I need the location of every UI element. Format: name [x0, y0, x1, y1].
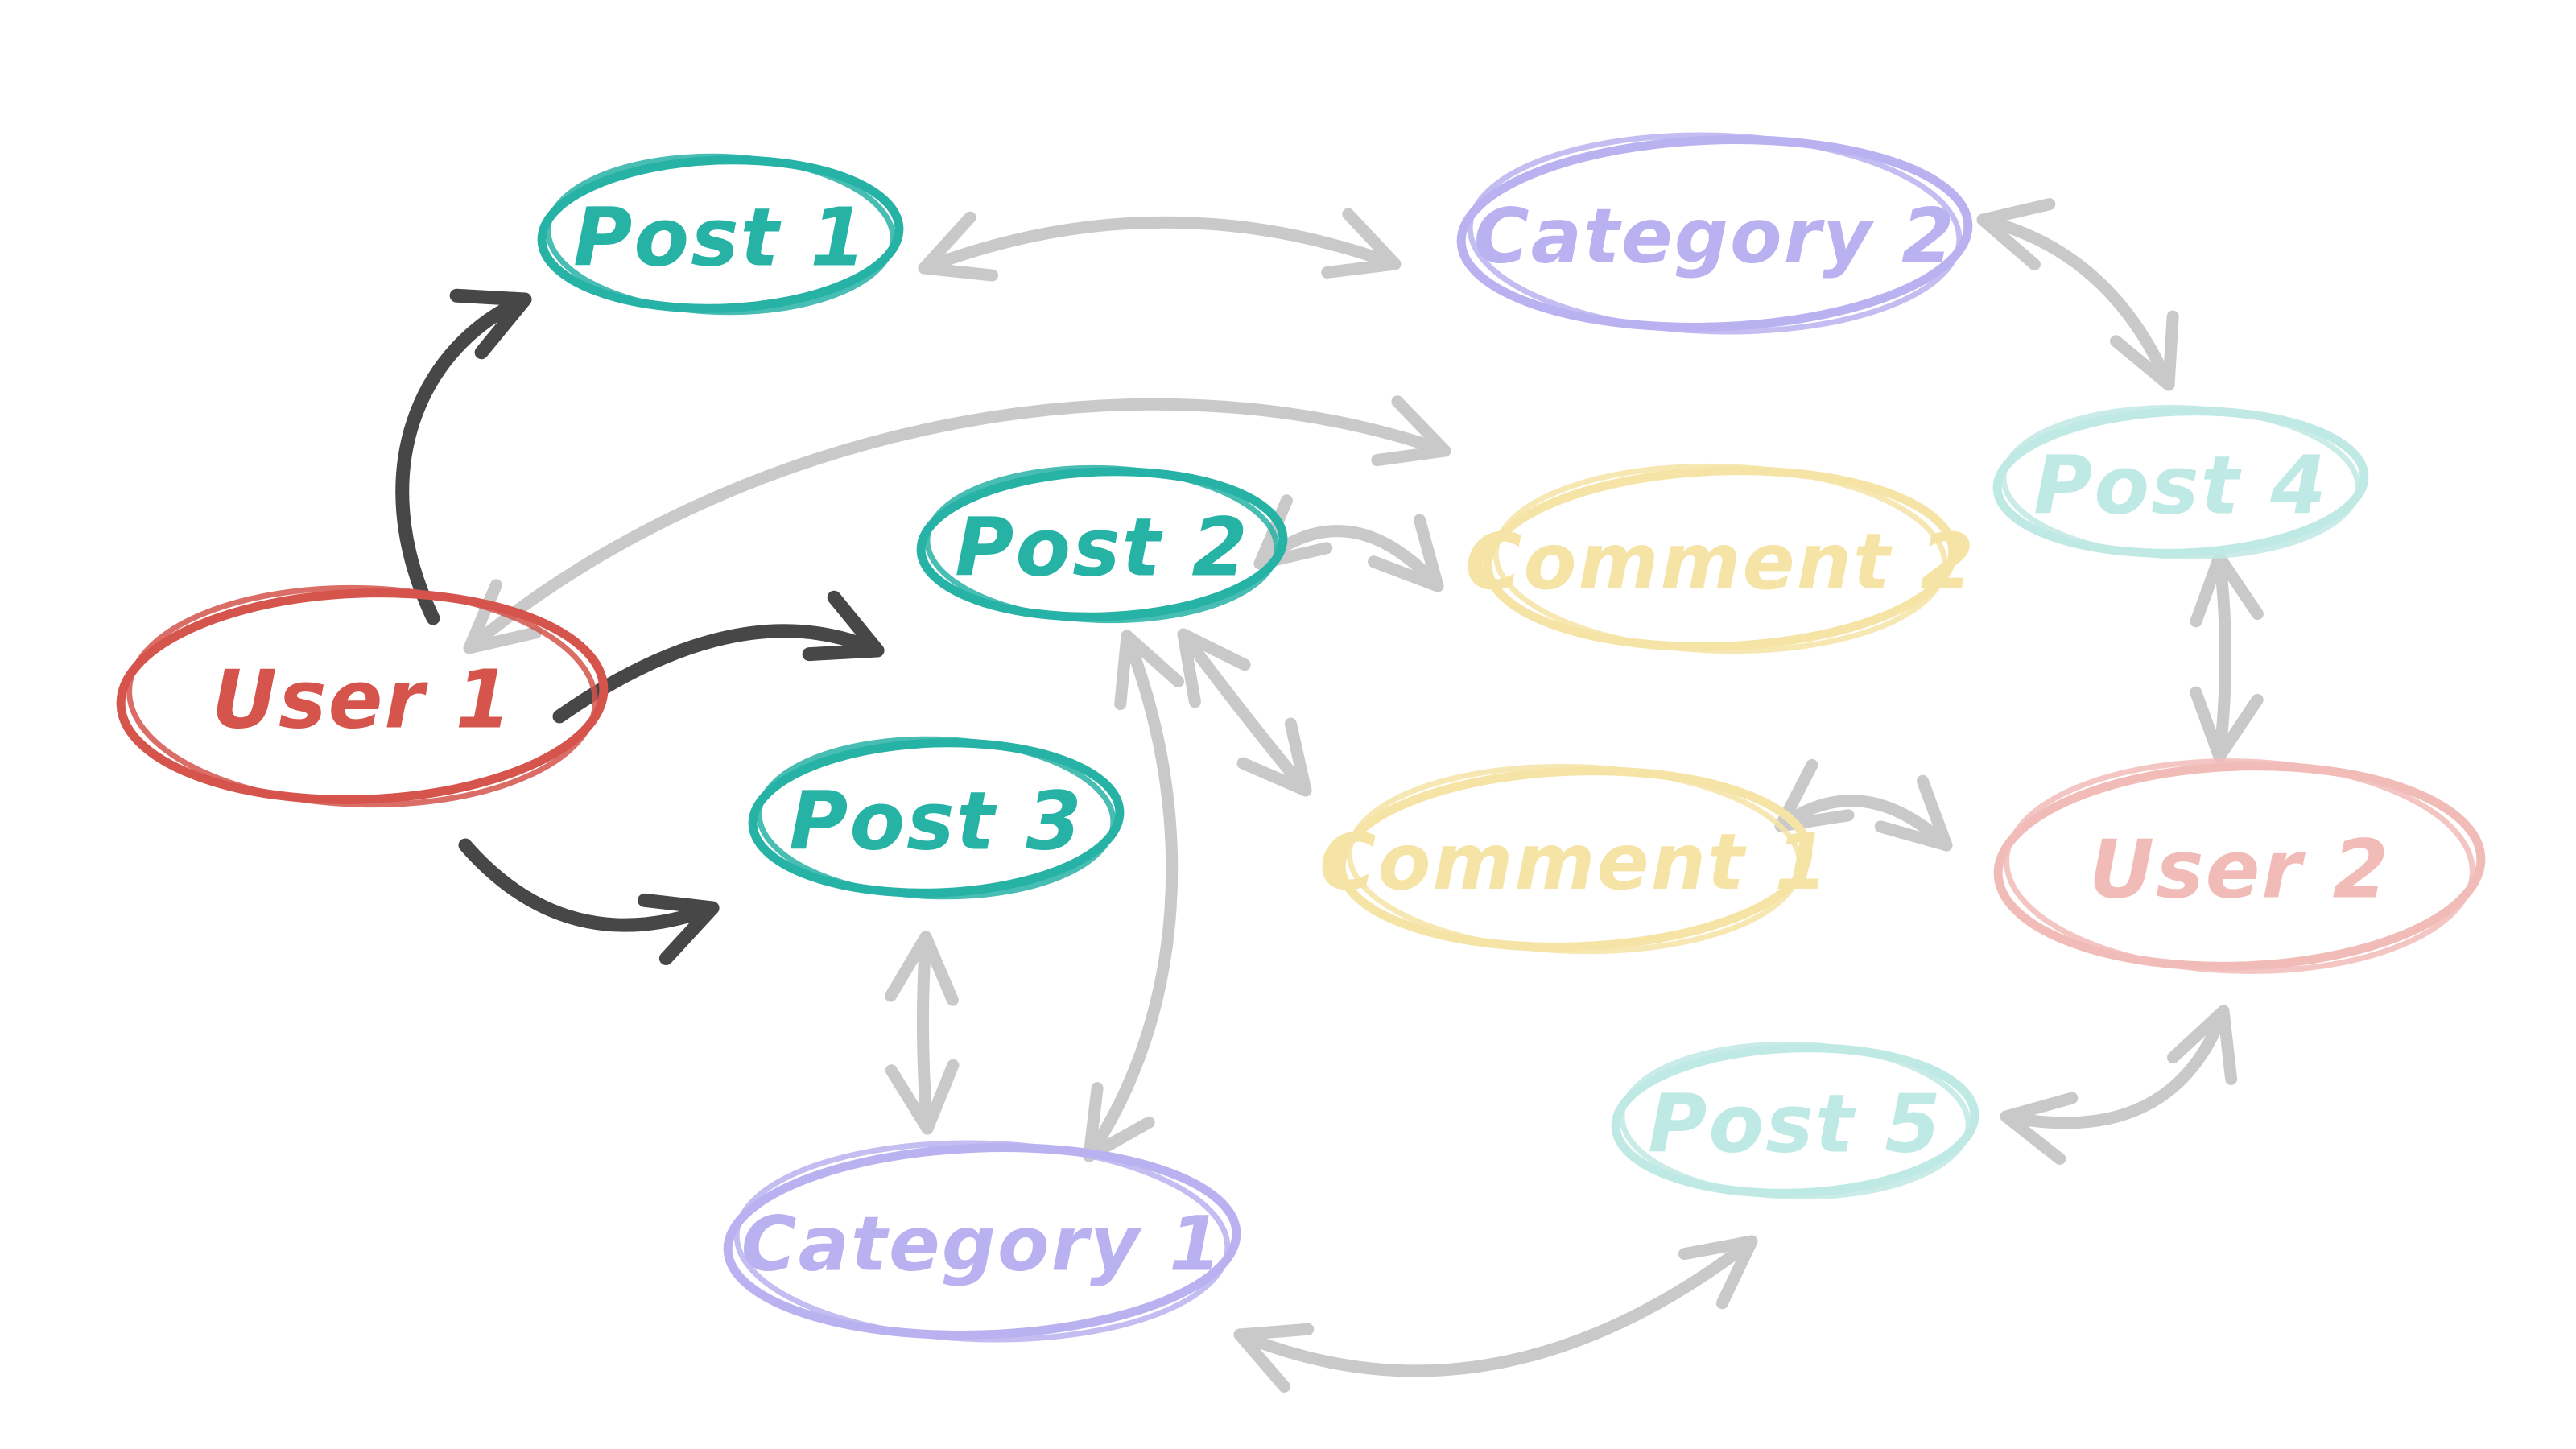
node-label-post-1: Post 1: [573, 191, 868, 285]
arrowhead-icon: [1976, 198, 2056, 270]
edge-user-1-post-1: [395, 288, 532, 625]
arrowhead-icon: [1371, 395, 1451, 467]
node-outline: [537, 155, 904, 313]
arrowhead-icon: [2000, 1092, 2079, 1166]
node-post-2: Post 2: [916, 464, 1288, 624]
edge-category-1-post-5: [1233, 1235, 1758, 1393]
arrowhead-icon: [1233, 1323, 1315, 1393]
edge-line: [2213, 551, 2231, 763]
node-label-user-2: User 2: [2089, 823, 2390, 917]
edge-line: [458, 838, 720, 932]
edge-line: [918, 216, 1402, 275]
node-label-comment-1: Comment 1: [1319, 817, 1830, 907]
node-label-category-1: Category 1: [741, 1200, 1224, 1288]
edge-line: [1177, 628, 1312, 797]
node-outline-sketch: [2004, 758, 2475, 974]
edge-post-5-user-2: [2000, 1005, 2238, 1166]
node-outline-sketch: [756, 736, 1117, 900]
node-outline-sketch: [1619, 1041, 1971, 1200]
node-category-1: Category 1: [723, 1140, 1241, 1343]
arrowhead-icon: [2110, 310, 2179, 391]
node-outline: [916, 467, 1288, 621]
node-outline-sketch: [1346, 763, 1803, 955]
edge-line: [1976, 213, 2175, 391]
arrowhead-icon: [1114, 630, 1184, 711]
arrowhead-icon: [449, 288, 532, 360]
node-outline-sketch: [2000, 404, 2361, 560]
arrowhead-icon: [638, 893, 720, 966]
node-label-post-4: Post 4: [2033, 439, 2328, 533]
node-outline: [1483, 466, 1958, 651]
edge-post-2-comment-1: [1177, 628, 1312, 797]
node-post-1: Post 1: [537, 153, 904, 316]
node-outline: [116, 588, 609, 804]
edge-line: [916, 931, 934, 1135]
edge-line: [1774, 795, 1953, 852]
node-post-5: Post 5: [1611, 1041, 1979, 1200]
arrowhead-icon: [2190, 686, 2264, 763]
arrowhead-icon: [918, 211, 999, 282]
node-outline: [748, 738, 1125, 898]
node-label-post-3: Post 3: [789, 774, 1084, 869]
arrowhead-icon: [1177, 628, 1251, 708]
node-outline: [723, 1143, 1241, 1340]
node-outline: [1336, 766, 1813, 952]
node-outline-sketch: [126, 584, 598, 808]
node-label-user-1: User 1: [212, 653, 513, 747]
arrowhead-icon: [2166, 1005, 2238, 1085]
arrowhead-icon: [802, 590, 885, 662]
arrowhead-icon: [885, 931, 959, 1006]
node-outline-sketch: [1492, 463, 1948, 654]
edge-category-2-post-4: [1976, 198, 2179, 391]
node-outline-sketch: [733, 1140, 1231, 1343]
node-user-1: User 1: [116, 584, 609, 808]
node-label-post-5: Post 5: [1648, 1077, 1942, 1171]
edge-line: [463, 398, 1451, 654]
node-outline-sketch: [545, 153, 896, 316]
node-outline: [1611, 1043, 1979, 1198]
node-outline: [1993, 762, 2486, 971]
arrowhead-icon: [1874, 774, 1953, 852]
node-outline-sketch: [1467, 132, 1963, 335]
edge-post-3-category-1: [885, 931, 960, 1135]
node-comment-2: Comment 2: [1465, 463, 1975, 654]
arrowhead-icon: [1368, 514, 1444, 592]
node-post-3: Post 3: [748, 736, 1125, 900]
edge-user-1-post-2: [552, 590, 885, 724]
edge-line: [1083, 630, 1179, 1162]
node-user-2: User 2: [1993, 758, 2486, 974]
node-label-category-2: Category 2: [1474, 192, 1956, 280]
arrowhead-icon: [1321, 208, 1402, 279]
edge-line: [2000, 1005, 2230, 1129]
node-category-2: Category 2: [1456, 132, 1973, 335]
arrowhead-icon: [1236, 717, 1312, 797]
edge-line: [552, 624, 885, 724]
edge-line: [395, 292, 532, 625]
edge-post-4-user-2: [2190, 551, 2264, 763]
node-outline: [1992, 407, 2369, 558]
arrowhead-icon: [1678, 1235, 1758, 1310]
edge-line: [1233, 1235, 1758, 1377]
edge-post-1-category-2: [918, 208, 1402, 282]
edge-user-1-post-3: [458, 838, 720, 966]
node-label-post-2: Post 2: [955, 501, 1249, 595]
node-outline-sketch: [924, 464, 1280, 624]
node-label-comment-2: Comment 2: [1465, 517, 1975, 607]
node-comment-1: Comment 1: [1319, 763, 1830, 955]
edge-post-2-category-1: [1083, 630, 1184, 1162]
node-post-4: Post 4: [1992, 404, 2369, 560]
arrowhead-icon: [885, 1059, 960, 1135]
node-outline: [1456, 135, 1973, 332]
